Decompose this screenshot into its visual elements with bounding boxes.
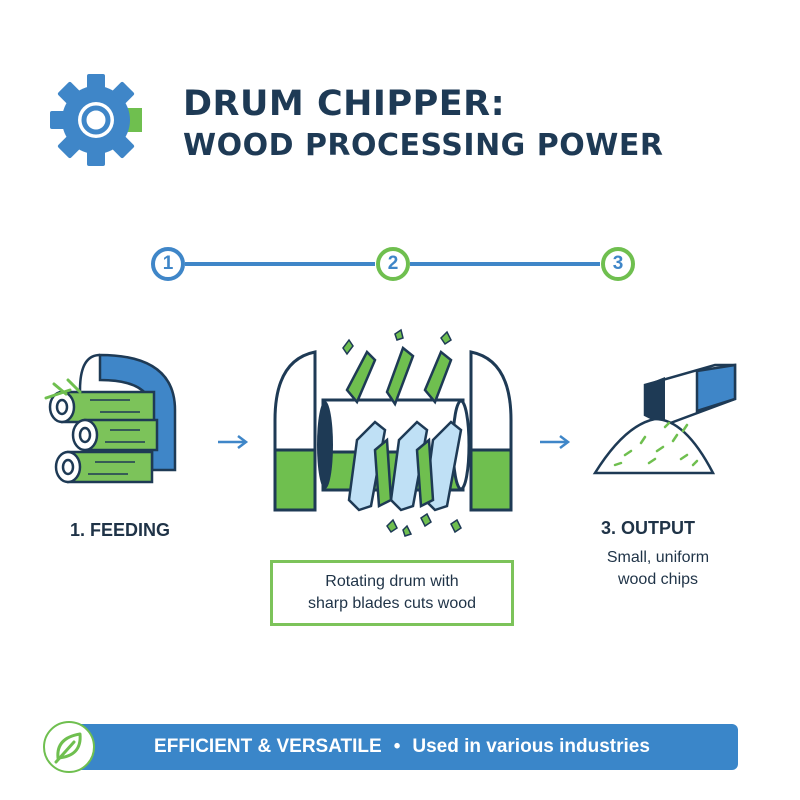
gear-icon (50, 74, 142, 166)
output-caption: Small, uniform wood chips (588, 547, 728, 591)
output-caption-line-1: Small, uniform (606, 549, 710, 566)
step-marker-2: 2 (376, 247, 410, 281)
drum-caption-box: Rotating drum with sharp blades cuts woo… (270, 560, 514, 626)
step-marker-1: 1 (151, 247, 185, 281)
logs-feeding-icon (44, 353, 177, 484)
drum-caption-line-1: Rotating drum with (325, 573, 459, 590)
wood-chips-pile-icon (592, 363, 737, 475)
page-title: DRUM CHIPPER: (183, 84, 506, 124)
stage-label-output: 3. OUTPUT (601, 518, 696, 538)
step-marker-3: 3 (601, 247, 635, 281)
banner-separator: • (393, 736, 401, 757)
drum-caption-line-2: sharp blades cuts wood (307, 595, 477, 612)
timeline-connector (185, 262, 375, 266)
banner-right-text: Used in various industries (412, 736, 650, 757)
stage-label-feeding: 1. FEEDING (70, 520, 171, 540)
output-caption-line-2: wood chips (617, 571, 699, 588)
timeline-connector (410, 262, 600, 266)
banner-left-text: EFFICIENT & VERSATILE (154, 736, 382, 757)
footer-banner: EFFICIENT & VERSATILE • Used in various … (66, 724, 738, 770)
drum-chipper-icon (273, 328, 513, 537)
arrow-right-icon (540, 435, 571, 449)
leaf-icon (43, 721, 95, 773)
page-subtitle: WOOD PROCESSING POWER (183, 128, 664, 163)
arrow-right-icon (218, 435, 249, 449)
